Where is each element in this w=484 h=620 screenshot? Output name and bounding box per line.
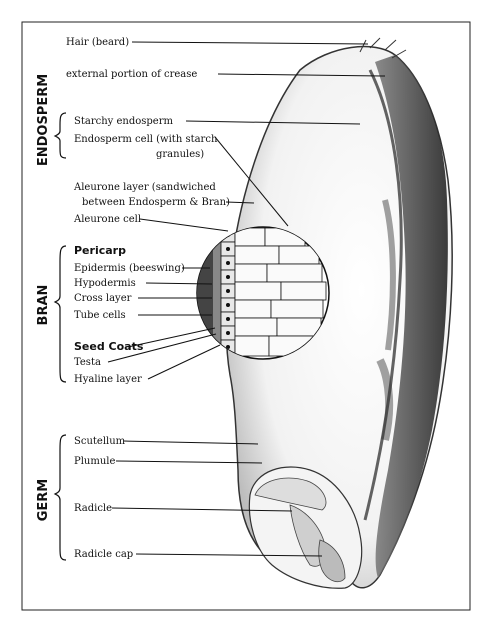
germ-brace bbox=[55, 435, 66, 560]
label-aleurone-layer-1: Aleurone layer (sandwiched bbox=[73, 182, 216, 193]
label-pericarp: Pericarp bbox=[74, 244, 126, 257]
leader-hyaline-layer bbox=[148, 345, 220, 379]
label-starchy-endosperm: Starchy endosperm bbox=[74, 116, 173, 127]
label-seed-coats: Seed Coats bbox=[74, 340, 144, 353]
label-cross-layer: Cross layer bbox=[74, 293, 132, 304]
label-hypodermis: Hypodermis bbox=[74, 278, 136, 289]
label-hair: Hair (beard) bbox=[66, 37, 129, 48]
label-plumule: Plumule bbox=[74, 456, 115, 467]
section-labels: ENDOSPERM BRAN GERM bbox=[36, 74, 66, 560]
label-radicle-cap: Radicle cap bbox=[74, 549, 133, 560]
label-epidermis: Epidermis (beeswing) bbox=[74, 263, 185, 274]
label-crease: external portion of crease bbox=[66, 69, 197, 80]
bran-brace bbox=[55, 246, 66, 382]
section-germ: GERM bbox=[36, 479, 51, 522]
label-scutellum: Scutellum bbox=[74, 436, 126, 447]
leader-aleurone-cell bbox=[140, 219, 228, 231]
label-endosperm-cell-1: Endosperm cell (with starch bbox=[74, 134, 218, 145]
leader-hair bbox=[132, 42, 368, 44]
endosperm-brace bbox=[55, 113, 66, 158]
label-testa: Testa bbox=[74, 357, 101, 368]
label-hyaline-layer: Hyaline layer bbox=[74, 374, 142, 385]
section-endosperm: ENDOSPERM bbox=[36, 74, 51, 166]
section-bran: BRAN bbox=[36, 285, 51, 326]
label-tube-cells: Tube cells bbox=[74, 310, 126, 321]
label-radicle: Radicle bbox=[74, 503, 112, 514]
label-endosperm-cell-2: granules) bbox=[156, 149, 204, 160]
label-aleurone-cell: Aleurone cell bbox=[73, 214, 141, 225]
label-aleurone-layer-2: between Endosperm & Bran) bbox=[82, 197, 230, 208]
